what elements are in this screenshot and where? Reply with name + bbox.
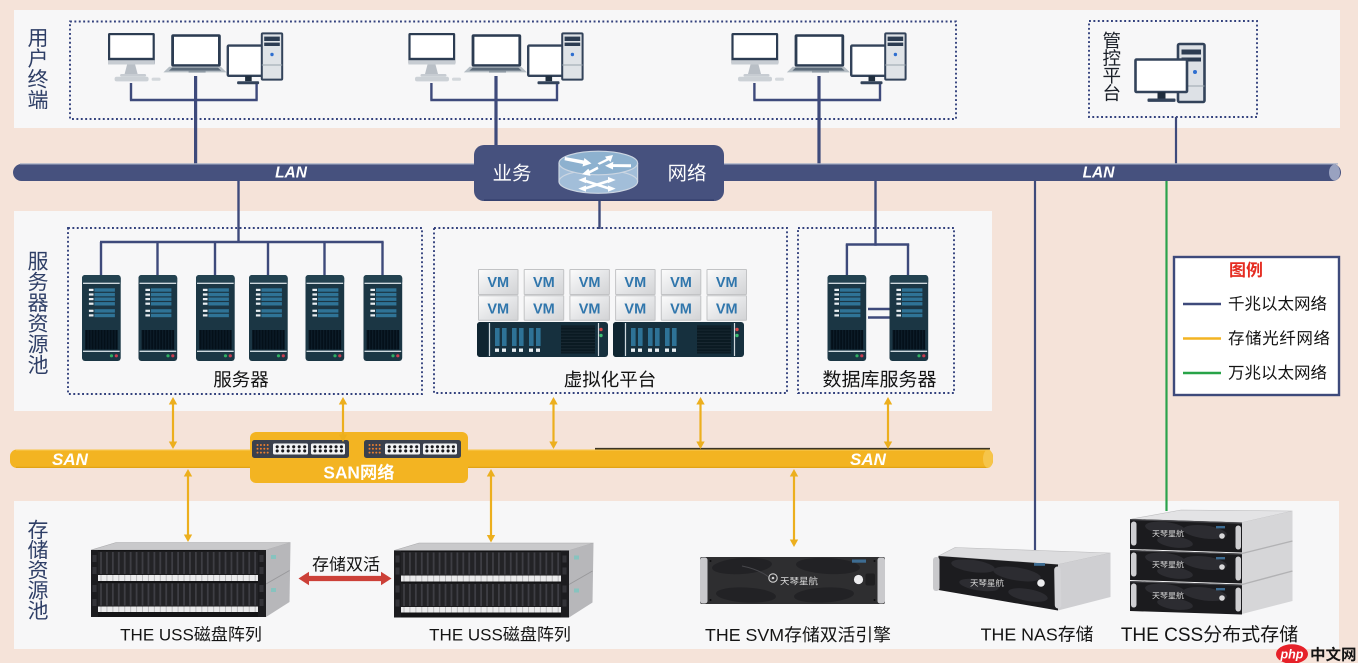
svg-text:VM: VM (624, 301, 646, 317)
svg-text:VM: VM (487, 301, 509, 317)
svg-text:THE CSS: THE CSS (1121, 625, 1203, 646)
svg-text:THE USS: THE USS (120, 625, 194, 644)
svg-text:SAN: SAN (850, 450, 887, 469)
svg-text:SAN: SAN (323, 463, 360, 483)
svg-text:LAN: LAN (275, 165, 308, 182)
svg-text:VM: VM (533, 275, 555, 291)
svg-text:VM: VM (670, 275, 692, 291)
svg-text:THE SVM: THE SVM (705, 625, 784, 645)
svg-text:VM: VM (670, 301, 692, 317)
svg-text:VM: VM (624, 275, 646, 291)
svg-text:VM: VM (716, 301, 738, 317)
svg-text:VM: VM (579, 275, 601, 291)
svg-text:VM: VM (487, 275, 509, 291)
svg-text:THE USS: THE USS (429, 625, 503, 644)
svg-text:SAN: SAN (52, 450, 89, 469)
svg-text:VM: VM (716, 275, 738, 291)
svg-text:VM: VM (579, 301, 601, 317)
svg-text:VM: VM (533, 301, 555, 317)
svg-text:THE NAS: THE NAS (981, 625, 1058, 645)
svg-text:LAN: LAN (1083, 165, 1116, 182)
svg-text:php: php (1280, 648, 1304, 662)
